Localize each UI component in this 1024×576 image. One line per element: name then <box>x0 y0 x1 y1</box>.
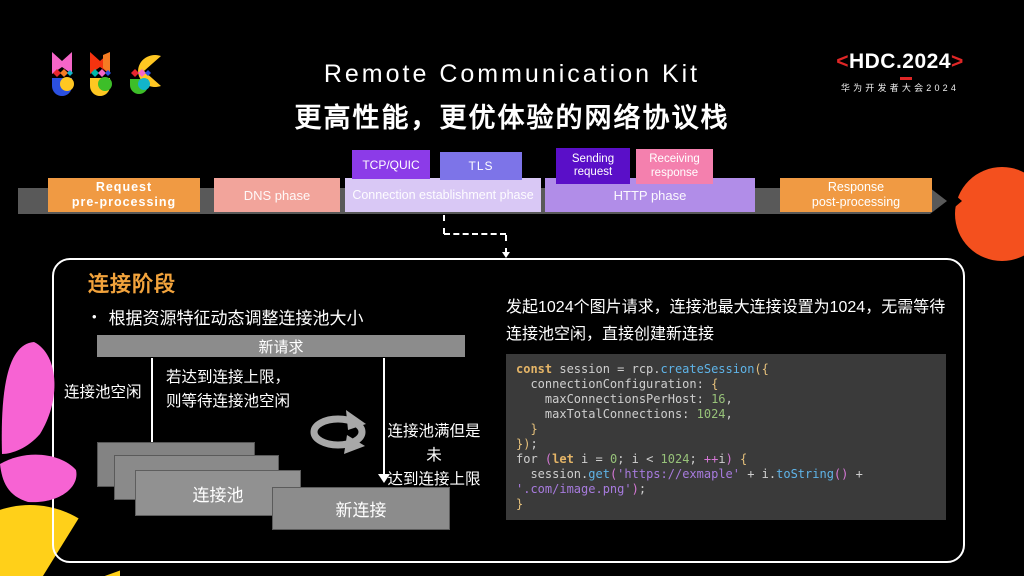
connection-phase-panel: 连接阶段 • 根据资源特征动态调整连接池大小 新请求 连接池空闲 若达到连接上限… <box>52 258 965 563</box>
subphase-tcp-quic: TCP/QUIC <box>352 150 430 179</box>
subphase-tls: TLS <box>440 152 522 180</box>
panel-title: 连接阶段 <box>88 273 176 296</box>
code-block: const session = rcp.createSession({ conn… <box>506 354 946 520</box>
recycle-loop-icon <box>310 410 366 454</box>
new-request-bar: 新请求 <box>97 335 465 357</box>
new-connection-box: 新连接 <box>272 487 450 530</box>
label-pool-idle: 连接池空闲 <box>64 384 142 401</box>
connector-arrowhead-icon <box>502 252 510 258</box>
hdc2024-tagline: 华为开发者大会2024 <box>840 83 960 93</box>
phase-request-preprocessing: Request pre-processing <box>48 178 200 212</box>
description-text: 发起1024个图片请求，连接池最大连接设置为1024，无需等待连接池空闲，直接创… <box>506 299 946 343</box>
hdc2024-wordmark: <HDC.2024> <box>830 50 970 74</box>
hdc2024-logo: <HDC.2024> 华为开发者大会2024 <box>830 50 970 94</box>
phase-response-postprocessing: Response post-processing <box>780 178 932 212</box>
bullet-text: 根据资源特征动态调整连接池大小 <box>108 309 364 328</box>
hdc-logo <box>52 52 161 96</box>
label-wait-for-pool: 若达到连接上限， 则等待连接池空闲 <box>166 369 291 410</box>
label-pool-full: 连接池满但是未 达到连接上限 <box>387 423 481 488</box>
left-angle-bracket: < <box>836 50 849 73</box>
timeline-arrowhead-icon <box>930 188 947 214</box>
subphase-receiving-response: Receiving response <box>636 149 713 184</box>
right-angle-bracket: > <box>951 50 964 73</box>
connector-dashed-segment <box>444 233 506 235</box>
slide-title: Remote Communication Kit <box>323 60 701 88</box>
hdc2024-text: HDC.2024 <box>848 50 952 73</box>
panel-bullet: • 根据资源特征动态调整连接池大小 <box>92 304 364 329</box>
connector-dashed-segment <box>443 215 445 234</box>
subphase-sending-request: Sending request <box>556 148 630 184</box>
slide-subtitle: 更高性能，更优体验的网络协议栈 <box>294 103 730 133</box>
hdc2024-red-underline <box>900 77 912 80</box>
arrow-to-pool <box>151 358 153 442</box>
arrow-to-new-connection <box>383 358 385 474</box>
arrow-to-new-connection-head-icon <box>378 474 390 483</box>
connector-dashed-segment <box>505 235 507 254</box>
phase-dns: DNS phase <box>214 178 340 212</box>
bullet-dot: • <box>92 309 97 324</box>
pink-flower-decoration <box>0 342 77 503</box>
phase-connection-establishment: Connection establishment phase <box>345 178 541 212</box>
